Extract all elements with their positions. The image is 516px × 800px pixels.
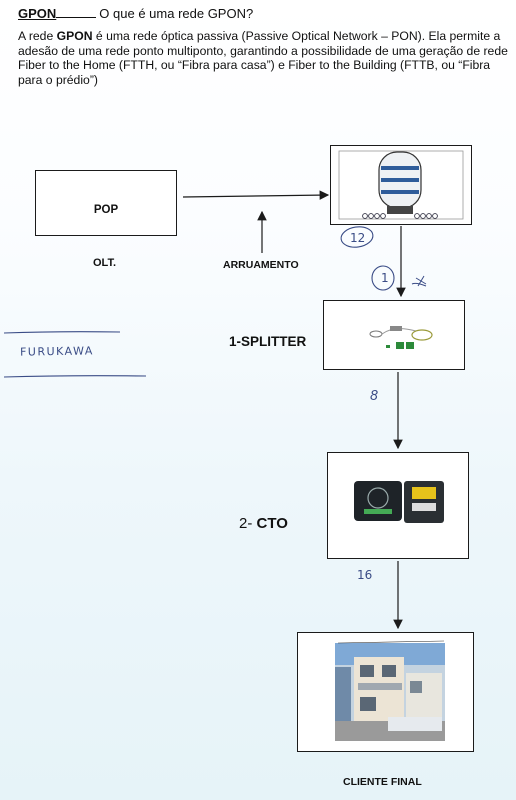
cto-word: CTO [256,515,288,532]
arruamento-label: ARRUAMENTO [223,259,299,271]
heading-underline-rule [56,17,97,18]
pop-to-olt-arrow [182,190,330,200]
handwritten-8: 8 [370,389,379,404]
client-house-box [297,632,474,752]
cto-prefix: 2- [239,515,257,532]
intro-gpon-bold: GPON [56,29,93,43]
pop-box: POP [35,170,177,236]
heading-gpon: GPON [18,6,57,21]
handwritten-12: 12 [350,231,366,245]
olt-label: OLT. [93,257,117,269]
crossed-mark [411,275,427,287]
intro-text-2: é uma rede óptica passiva (Passive Optic… [18,29,508,87]
cto-enclosure-image [354,481,444,523]
furukawa-line-bottom [3,375,147,378]
heading-question: O que é uma rede GPON? [99,6,254,21]
splitter-box [323,300,465,370]
cliente-final-label: CLIENTE FINAL [343,776,422,788]
intro-paragraph: A rede GPON é uma rede óptica passiva (P… [18,29,508,87]
splitter-image [369,326,433,349]
house-photo [335,640,445,741]
furukawa-line-top [3,331,121,334]
fiber-enclosure-image [338,150,464,220]
page-heading: GPON O que é uma rede GPON? [18,6,253,21]
pop-label: POP [93,204,119,216]
handwritten-1: 1 [381,271,389,285]
handwritten-16: 16 [357,568,373,582]
olt-cabinet-box [330,145,472,225]
cto-box [327,452,469,559]
intro-text-1: A rede [18,29,57,43]
handwritten-furukawa: FURUKAWA [19,344,94,359]
splitter-label: 1-SPLITTER [229,334,307,349]
cto-label: 2- CTO [239,515,288,532]
